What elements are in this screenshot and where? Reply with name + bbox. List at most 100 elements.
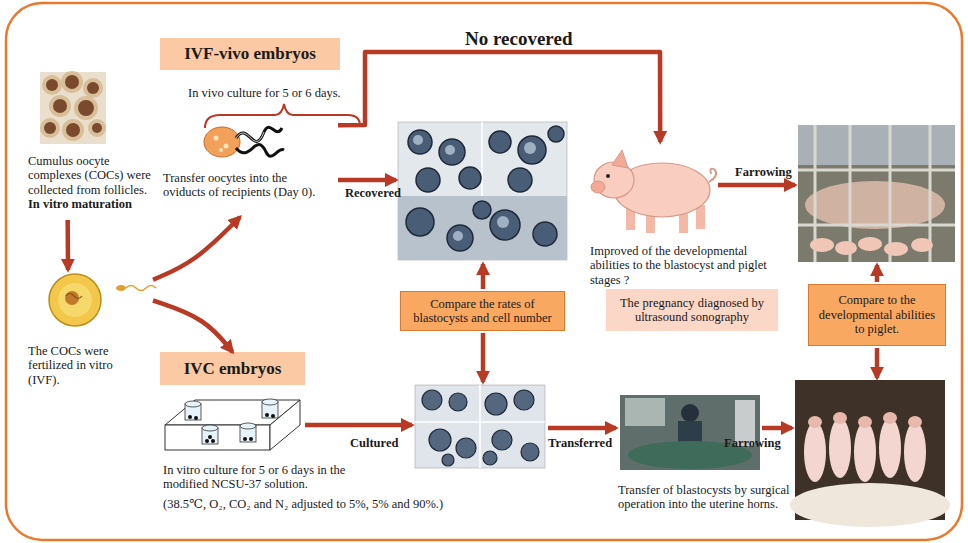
caption-text: (38.5℃, O₂, CO₂ and N₂ adjusted to 5%, 5… — [163, 497, 473, 511]
oviduct-illustration — [236, 127, 282, 141]
sow-piglets-photo — [908, 416, 922, 428]
flow-arrow — [718, 183, 795, 188]
culture-dish-illustration — [205, 439, 209, 443]
coc-photo — [46, 79, 58, 91]
culture-dish-illustration — [240, 423, 256, 429]
annotation-label: Farrowing — [724, 436, 781, 450]
culture-dish-illustration — [243, 437, 247, 441]
blastocyst-photo — [416, 168, 440, 192]
blastocyst-photo — [398, 196, 567, 260]
coc-photo — [44, 75, 102, 137]
blastocyst-photo — [398, 122, 567, 260]
caption-text: Cumulus oocyte complexes (COCs) were col… — [28, 154, 153, 197]
sow-piglets-photo — [808, 412, 922, 428]
blastocyst-photo — [548, 126, 564, 142]
flow-connector — [153, 301, 233, 353]
pig-illustration — [612, 150, 628, 168]
piglets-crate-photo — [889, 125, 892, 262]
caption-text: Transfer of blastocysts by surgical oper… — [618, 483, 796, 512]
oviduct-illustration — [236, 144, 284, 156]
coc-photo — [53, 99, 67, 113]
flow-arrow — [338, 178, 396, 183]
blastocyst-photo — [422, 390, 442, 410]
comparison-box: Compare the rates of blastocysts and cel… — [400, 291, 565, 331]
pig-illustration — [606, 174, 610, 178]
blastocyst-photo — [413, 135, 423, 145]
sow-piglets-photo — [804, 422, 826, 482]
blastocyst-photo — [497, 216, 509, 228]
blastocyst-photo — [490, 210, 520, 240]
oocyte-sperm-illustration — [49, 274, 156, 326]
flow-arrow — [305, 180, 877, 428]
flow-connector — [65, 220, 70, 270]
group-heading-box: IVC embryos — [160, 352, 305, 385]
blastocyst-photo — [485, 393, 507, 415]
caption-text: Transfer oocytes into the oviducts of re… — [163, 171, 331, 200]
caption-text: In vitro culture for 5 or 6 days in the … — [163, 463, 373, 492]
bracket — [205, 104, 360, 128]
oviduct-illustration — [219, 148, 223, 152]
culture-dish-illustration — [262, 399, 278, 405]
coc-panel: Cumulus oocyte complexes (COCs) were col… — [28, 68, 156, 220]
flow-connector — [153, 217, 240, 280]
oviduct-illustration — [214, 136, 219, 141]
blastocyst-photo — [479, 385, 481, 468]
blastocyst-photo — [518, 136, 546, 164]
flow-arrow — [762, 426, 792, 431]
culture-dish-illustration — [188, 415, 192, 419]
sow-piglets-photo — [833, 412, 847, 424]
ivf-oocyte-panel: The COCs were fertilized in vitro (IVF). — [28, 270, 153, 392]
blastocyst-photo — [406, 208, 434, 236]
coc-photo — [65, 75, 79, 89]
box-label: The pregnancy diagnosed by ultrasound so… — [612, 296, 772, 325]
blastocyst-photo — [453, 231, 463, 241]
box-label: Compare the rates of blastocysts and cel… — [407, 297, 558, 326]
coc-photo — [88, 119, 106, 137]
flow-arrow — [305, 423, 412, 428]
blastocyst-photo — [429, 429, 451, 451]
blastocyst-photo — [413, 135, 536, 241]
annotation-label: Farrowing — [735, 165, 792, 179]
piglets-crate-photo — [858, 237, 882, 251]
blastocyst-photo — [445, 145, 455, 155]
coc-photo — [40, 71, 106, 144]
oviduct-illustration — [204, 127, 240, 157]
group-heading-box: IVF-vivo embryos — [160, 38, 340, 70]
culture-dish-illustration — [165, 399, 300, 450]
outer-frame — [6, 3, 962, 540]
coc-photo — [40, 72, 106, 144]
sow-piglets-photo — [829, 418, 851, 478]
culture-dish-illustration — [265, 413, 269, 417]
coc-photo — [49, 95, 71, 117]
flow-arrow — [548, 426, 616, 431]
surgery-photo — [625, 398, 665, 426]
blastocyst-photo — [439, 139, 465, 165]
blastocyst-photo — [456, 438, 476, 458]
sow-piglets-photo — [879, 418, 901, 478]
piglets-crate-photo — [884, 242, 908, 256]
coc-photo — [87, 82, 99, 94]
oocyte-sperm-illustration — [116, 285, 126, 291]
piglets-crate-photo — [911, 238, 933, 252]
piglets-crate-photo — [798, 125, 955, 262]
coc-photo — [40, 118, 60, 138]
caption-text: Improved of the developmental abilities … — [590, 244, 782, 287]
surgery-photo — [620, 395, 760, 470]
sow-piglets-photo — [808, 416, 822, 428]
oviduct-illustration — [236, 132, 264, 141]
oviduct-panel: Transfer oocytes into the oviducts of re… — [163, 105, 338, 217]
blastocyst-photo — [492, 430, 512, 450]
surgery-photo — [620, 395, 760, 470]
box-label: IVF-vivo embryos — [184, 44, 316, 64]
culture-dish-illustration — [202, 425, 218, 431]
surgery-photo — [681, 404, 699, 422]
piglets-crate-photo — [798, 125, 955, 262]
oocyte-sperm-illustration — [126, 286, 156, 291]
culture-dish-panel: In vitro culture for 5 or 6 days in the … — [163, 395, 473, 520]
piglets-crate-photo — [835, 241, 857, 255]
pig-illustration — [591, 150, 716, 233]
blastocyst-photo — [514, 390, 534, 410]
piglets-crate-photo — [805, 181, 945, 229]
